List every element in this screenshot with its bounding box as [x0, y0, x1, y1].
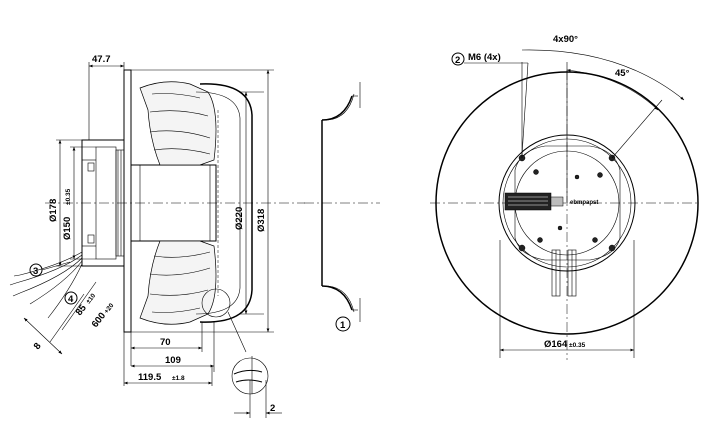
detail-dim-2: 2	[270, 403, 275, 414]
side-view: 47.7 Ø178 Ø150 ±0.35 Ø220 Ø318 70 109	[9, 54, 305, 418]
detail-circle	[201, 288, 231, 318]
impeller-shroud	[199, 83, 253, 323]
callout-3: 3	[33, 266, 38, 277]
dim-70: 70	[160, 337, 171, 348]
dim-178: Ø178	[48, 199, 59, 222]
motor-plate	[514, 145, 621, 261]
callout-1-circle	[335, 316, 351, 332]
mount-hole-br	[608, 244, 616, 252]
dim-164-tol: ±0.35	[569, 342, 586, 349]
dim-47-7: 47.7	[92, 54, 111, 65]
inlet-nozzle-view: 1	[304, 82, 380, 332]
dim-150: Ø150	[62, 217, 73, 240]
callout-1: 1	[340, 320, 346, 331]
dim-109: 109	[165, 355, 181, 366]
dim-119-5: 119.5	[138, 372, 162, 383]
dim-150-tol: ±0.35	[65, 188, 72, 205]
dim-600-tol: +20	[103, 302, 116, 315]
dim-85: 85	[74, 302, 90, 318]
impeller-blades-lower	[139, 240, 217, 325]
detail-view: 2	[231, 356, 282, 418]
dim-164: Ø164	[544, 339, 568, 350]
mount-hole-bl	[518, 244, 526, 252]
cable-1	[19, 251, 83, 276]
angle-45: 45°	[615, 68, 630, 79]
callout-4-circle	[64, 291, 78, 305]
dim-8: 8	[32, 341, 44, 352]
terminal-block	[504, 192, 552, 211]
callout-2: 2	[455, 55, 460, 66]
front-view: ebmpapst 4x90° 45° 2 M6 (4x)	[430, 34, 700, 360]
dim-318: Ø318	[256, 209, 267, 232]
angle-4x90: 4x90°	[553, 34, 578, 45]
dim-119-5-tol: ±1.8	[172, 375, 185, 382]
callout-4: 4	[68, 294, 74, 305]
impeller-blades-upper	[139, 81, 217, 166]
brand-label: ebmpapst	[570, 200, 598, 206]
thread-label: M6 (4x)	[468, 52, 501, 63]
dim-85-tol: ±10	[85, 292, 97, 305]
flange-plate	[123, 69, 132, 333]
callout-2-circle	[451, 52, 465, 66]
dim-220: Ø220	[234, 207, 245, 230]
